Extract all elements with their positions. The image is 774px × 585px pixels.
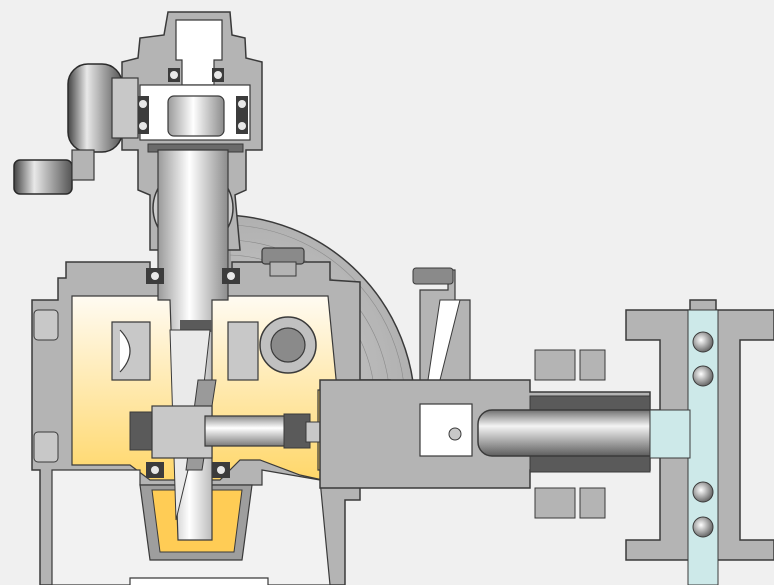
check-valve-balls (692, 331, 714, 538)
shaft-bearings (146, 268, 240, 478)
eccentric-cam (111, 316, 317, 459)
top-bearings (137, 68, 248, 134)
check-valve-ball-icon (692, 481, 714, 503)
oil-plug (261, 247, 305, 277)
plunger-housing (319, 267, 679, 519)
check-valve-ball-icon (692, 331, 714, 353)
check-valve-ball-icon (692, 365, 714, 387)
handwheel-icon (13, 63, 139, 195)
check-valve-ball-icon (692, 516, 714, 538)
